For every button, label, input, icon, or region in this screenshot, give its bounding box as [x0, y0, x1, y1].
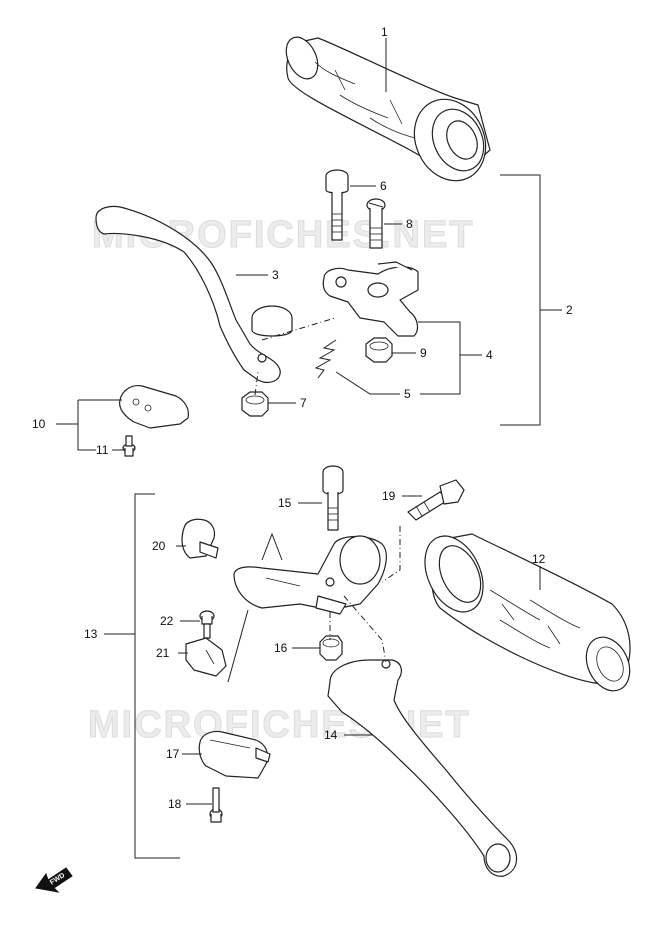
callout-9: 9: [420, 346, 427, 360]
part-18-screw: [209, 787, 223, 823]
callout-6: 6: [380, 179, 387, 193]
part-4-lever-bracket: [322, 261, 419, 337]
part-16-nut: [319, 635, 343, 661]
callout-11: 11: [96, 443, 109, 457]
part-3-brake-lever: [95, 205, 293, 383]
part-15-pivot-bolt: [322, 465, 344, 531]
callout-2: 2: [566, 303, 573, 317]
callout-14: 14: [324, 728, 338, 742]
callout-12: 12: [532, 552, 546, 566]
forward-arrow-icon: FWD: [35, 867, 73, 893]
callout-21: 21: [156, 646, 170, 660]
part-10-brake-switch: [119, 385, 189, 429]
part-13-lever-holder: [233, 535, 387, 615]
part-5-spring: [314, 339, 337, 379]
callout-18: 18: [168, 797, 182, 811]
part-21-switch-plate: [185, 637, 227, 677]
callout-17: 17: [166, 747, 180, 761]
part-22-screw: [199, 610, 215, 639]
part-14-clutch-lever: [327, 659, 518, 877]
part-19-bolt: [407, 479, 465, 521]
leader-lines: [56, 38, 562, 859]
callout-22: 22: [160, 614, 174, 628]
callout-16: 16: [274, 641, 288, 655]
part-11-screw: [122, 435, 136, 457]
callout-4: 4: [486, 348, 493, 362]
part-8-screw: [366, 198, 386, 249]
guide-line: [381, 526, 401, 583]
guide-line: [261, 532, 283, 561]
callout-19: 19: [382, 489, 396, 503]
callout-8: 8: [406, 217, 413, 231]
part-7-nut: [241, 391, 269, 417]
callout-1: 1: [381, 25, 388, 39]
guide-line: [227, 609, 249, 683]
part-20-switch-cover: [181, 518, 219, 559]
callout-5: 5: [404, 387, 411, 401]
callout-7: 7: [300, 396, 307, 410]
callout-15: 15: [278, 496, 292, 510]
part-1-throttle-grip: [285, 36, 491, 182]
part-6-pivot-bolt: [325, 169, 349, 241]
callout-3: 3: [272, 268, 279, 282]
callout-20: 20: [152, 539, 166, 553]
part-17-clutch-switch: [198, 730, 271, 779]
part-9-nut: [365, 337, 393, 363]
part-12-left-grip: [424, 533, 631, 692]
callout-13: 13: [84, 627, 98, 641]
callout-10: 10: [32, 417, 46, 431]
guide-line: [254, 371, 259, 396]
